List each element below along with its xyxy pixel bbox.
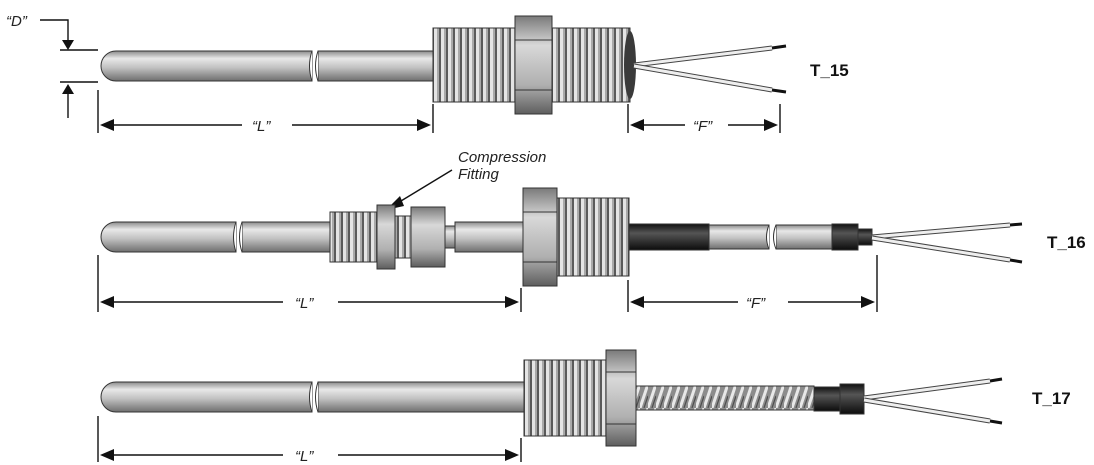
dim-label-f-t15: “F” [693,118,713,135]
dimension-f-t16: “F” [627,255,878,312]
dim-label-l-t17: “L” [295,448,314,465]
dimension-l-t17: “L” [97,416,522,465]
lead-wires-t17 [863,377,1003,425]
probe-t16: T_16 “L” “F” [97,187,1086,312]
dimension-d: “D” [6,13,98,118]
lead-cable-t16 [628,223,873,251]
dim-label-l-t15: “L” [252,118,271,135]
dimension-l-t15: “L” [97,90,434,135]
callout-line2: Fitting [458,166,500,183]
sheath-t15 [100,50,434,82]
lead-wires-t15 [633,44,787,94]
model-label-t17: T_17 [1032,389,1071,408]
lead-wires-t16 [871,222,1023,264]
sheath-t16 [100,221,524,253]
dimension-f-t15: “F” [627,104,781,135]
dim-label-l-t16: “L” [295,295,314,312]
sheath-t17 [100,381,525,413]
compression-fitting-t16 [329,204,456,270]
callout-line1: Compression [458,149,546,166]
dim-label-f-t16: “F” [746,295,766,312]
dim-label-d: “D” [6,13,28,30]
compression-fitting-callout: Compression Fitting [386,149,546,210]
fitting-t17 [523,349,637,447]
fitting-t15 [432,15,636,115]
probe-t15: “D” T_ [6,13,849,135]
dimension-l-t16: “L” [97,255,522,312]
armored-cable-t17 [635,383,865,415]
model-label-t16: T_16 [1047,233,1086,252]
model-label-t15: T_15 [810,61,849,80]
fitting-t16 [522,187,630,287]
probe-t17: T_17 “L” [97,349,1071,465]
